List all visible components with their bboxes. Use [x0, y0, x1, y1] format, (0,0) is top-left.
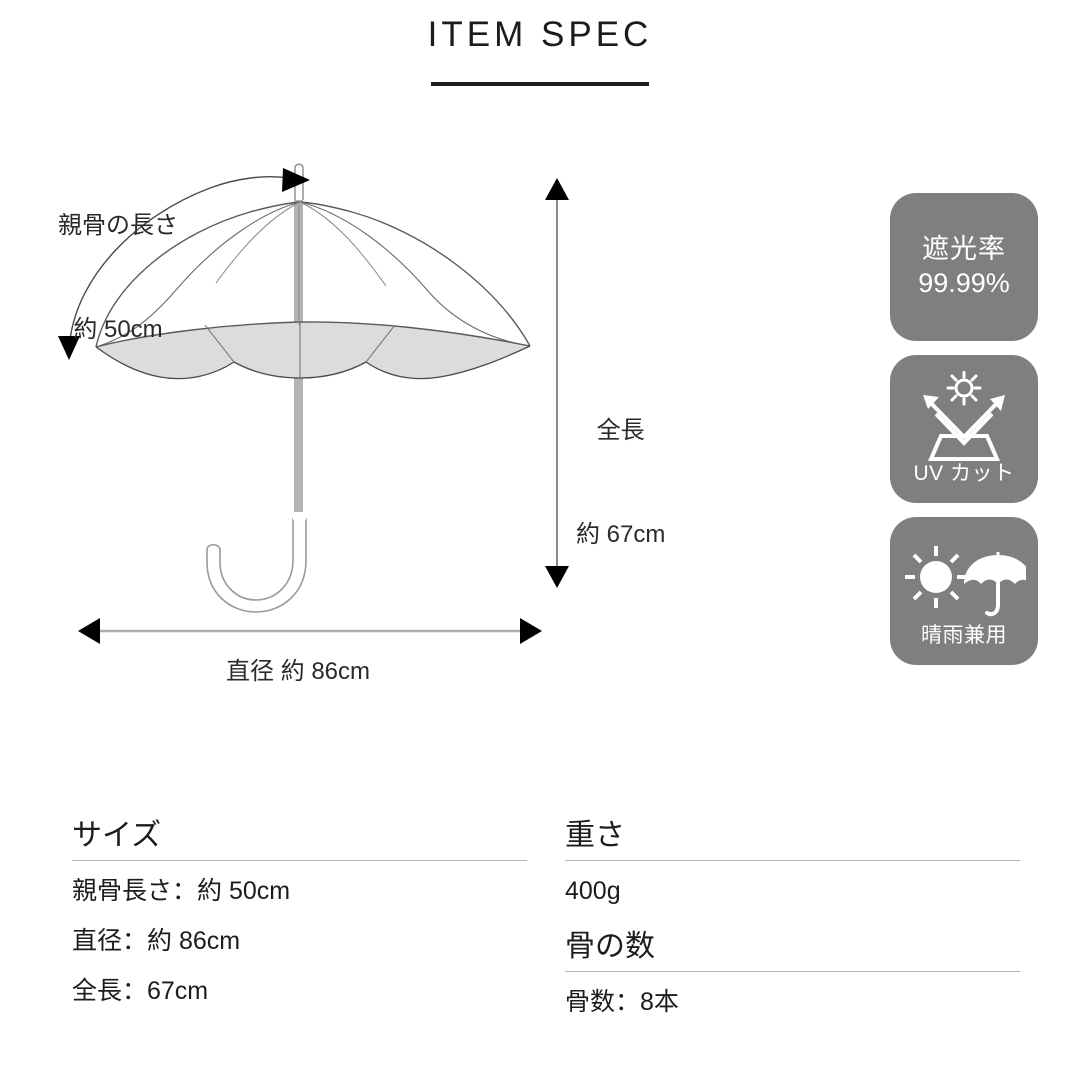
uv-shield-icon: [890, 371, 1038, 463]
canopy-seam-left: [95, 201, 301, 348]
spec-row-rib-count-value: 骨数：8本: [565, 988, 679, 1016]
spec-divider-rib-count: [565, 971, 1020, 972]
diameter-arrow: [78, 618, 542, 644]
spec-row-weight-value: 400g: [565, 877, 621, 905]
rib-length-arrow: [58, 168, 310, 360]
spec-column-left: サイズ 親骨長さ：約 50cm 直径：約 86cm 全長：67cm: [72, 818, 527, 1029]
canopy-seam-right: [299, 201, 531, 347]
badge-all-weather-caption: 晴雨兼用: [921, 624, 1007, 647]
umbrella-diagram: 親骨の長さ 約 50cm 全長 約 67cm 直径 約 86cm: [0, 0, 740, 740]
spec-row-total-length: 全長：67cm: [72, 977, 209, 1005]
total-length-label-line1: 全長: [596, 416, 645, 444]
spec-block-weight: 重さ 400g: [565, 818, 1020, 904]
spec-row-diameter: 直径：約 86cm: [72, 927, 241, 955]
rib-left-1: [204, 324, 235, 363]
spec-heading-weight: 重さ: [565, 819, 625, 852]
rib-right-1: [365, 324, 396, 363]
sun-umbrella-icon: [890, 539, 1038, 621]
spec-divider-weight: [565, 860, 1020, 861]
badge-uv-cut-caption: UV カット: [913, 462, 1015, 485]
badge-light-blocking-title: 遮光率: [922, 234, 1006, 265]
spec-heading-size: サイズ: [72, 819, 162, 852]
spec-column-right: 重さ 400g 骨の数 骨数：8本: [565, 818, 1020, 1040]
badge-all-weather[interactable]: 晴雨兼用: [890, 517, 1038, 665]
rib-length-label: 親骨の長さ 約 50cm: [58, 139, 178, 417]
spec-rows-size: 親骨長さ：約 50cm 直径：約 86cm 全長：67cm: [72, 861, 527, 1004]
umbrella-handle-icon: [206, 512, 307, 613]
spec-block-size: サイズ 親骨長さ：約 50cm 直径：約 86cm 全長：67cm: [72, 818, 527, 1004]
diameter-label: 直径 約 86cm: [225, 658, 371, 685]
canopy-seam-right-2: [299, 201, 387, 287]
total-length-arrow: [545, 178, 569, 588]
page-title: ITEM SPEC: [427, 15, 653, 54]
badge-light-blocking[interactable]: 遮光率 99.99%: [890, 193, 1038, 341]
rib-length-label-line1: 親骨の長さ: [58, 211, 178, 239]
spec-divider-size: [72, 860, 527, 861]
page-header: ITEM SPEC: [0, 15, 1080, 86]
spec-rows-rib-count: 骨数：8本: [565, 972, 1020, 1015]
canopy-shade: [96, 321, 530, 379]
total-length-label: 全長 約 67cm: [576, 344, 665, 622]
badge-light-blocking-value: 99.99%: [918, 268, 1010, 298]
rib-length-label-line2: 約 50cm: [73, 315, 163, 343]
spec-block-rib-count: 骨の数 骨数：8本: [565, 929, 1020, 1015]
spec-rows-weight: 400g: [565, 861, 1020, 904]
title-underline: [431, 82, 649, 86]
spec-table: サイズ 親骨長さ：約 50cm 直径：約 86cm 全長：67cm 重さ 400…: [0, 818, 1080, 1080]
canopy-seam-left-2: [215, 201, 301, 284]
badge-uv-cut[interactable]: UV カット: [890, 355, 1038, 503]
spec-row-rib-length: 親骨長さ：約 50cm: [72, 877, 291, 905]
spec-heading-rib-count: 骨の数: [565, 930, 655, 963]
total-length-label-line2: 約 67cm: [576, 520, 666, 548]
feature-badge-list: 遮光率 99.99%: [890, 193, 1038, 679]
